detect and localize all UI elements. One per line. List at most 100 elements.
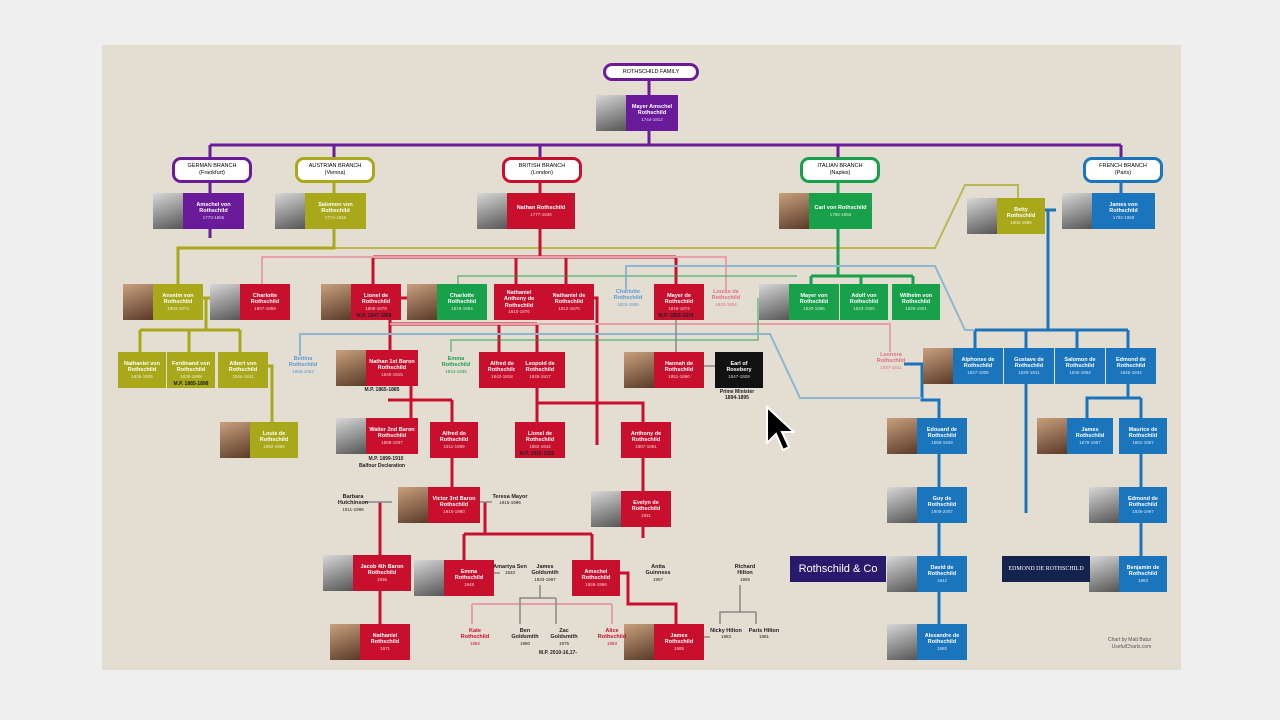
person-years: 1774-1855 (308, 215, 363, 220)
person-name: Edouard de Rothschild (920, 427, 964, 440)
spouse-emma: Emma Rothschild1844-1935 (438, 356, 474, 374)
person-name: Emma Rothschild (438, 356, 474, 369)
person-years: 1882-1942 (518, 444, 562, 449)
person-years: 1820-1886 (792, 306, 836, 311)
person-node-nathaniel2: Nathaniel Rothschild1971 (330, 624, 410, 660)
person-years: 1981 (746, 634, 782, 639)
branch-city: (Vienna) (304, 170, 366, 177)
person-years: 1808-1879 (354, 306, 398, 311)
person-years: 1845-1917 (518, 374, 562, 379)
person-node-rosebery: Earl of Rosebery1847-1929 (715, 352, 763, 388)
person-label: Anthony de Rothschild1887-1961 (621, 422, 671, 458)
person-name: Charlotte Rothschild (440, 293, 484, 306)
person-years: 1985 (657, 646, 701, 651)
person-name: Adolf von Rothschild (843, 293, 885, 306)
person-name: Mayer de Rothschild (657, 293, 701, 306)
note-mayer-mp: M.P. 1859-1874 (652, 313, 700, 319)
person-years: 1933-1997 (527, 577, 563, 582)
person-years: 1910-1990 (431, 509, 477, 514)
person-years: 1957 (640, 577, 676, 582)
person-years: 1963 (1122, 578, 1164, 583)
person-node-mayercarl: Mayer von Rothschild1820-1886 (759, 284, 839, 320)
spouse-bettina: Bettina Rothschild1858-1892 (285, 356, 321, 374)
person-name: Albert von Rothschild (221, 361, 265, 374)
person-node-alexandre: Alexandre de Rothschild1980 (887, 624, 967, 660)
person-years: 1983 (708, 634, 744, 639)
person-name: Walter 2nd Baron Rothschild (369, 427, 415, 440)
person-years: 1882-1955 (253, 444, 295, 449)
note-nathan-mp: M.P. 1865-1885 (358, 387, 406, 393)
person-node-root: Mayer Amschel Rothschild1744-1812 (596, 95, 678, 131)
person-name: Leonora Rothschild (873, 352, 909, 365)
person-name: Edmond de Rothschild (1109, 357, 1153, 370)
person-name: Ferdinand von Rothschild (170, 361, 212, 374)
spouse-tess: Teresa Mayor1915-1996 (492, 494, 528, 505)
rothschild-co-logo: Rothschild & Co (790, 556, 886, 582)
person-node-edmond1: Edmond de Rothschild1845-1934 (1106, 348, 1156, 384)
person-name: Kate Rothschild (457, 628, 493, 641)
person-years: 1931 (624, 513, 668, 518)
person-years: 1828-1901 (895, 306, 937, 311)
note-lionel2-mp: M.P. 1910-1922 (513, 451, 561, 457)
person-name: James Rothschild (657, 633, 701, 646)
person-node-james2: James Rothschild1878-1957 (1037, 418, 1113, 454)
person-years: 1777-1836 (510, 212, 572, 217)
branch-header-french: FRENCH BRANCH(Paris) (1083, 157, 1163, 183)
person-node-evelyn: Evelyn de Rothschild1931 (591, 491, 671, 527)
person-years: 1851-1890 (657, 374, 701, 379)
person-name: Salomon de Rothschild (1058, 357, 1102, 370)
person-years: 1840-1915 (369, 372, 415, 377)
portrait-photo (336, 418, 366, 454)
person-label: Louis de Rothschild1882-1955 (250, 422, 298, 458)
person-node-leopold: Leopold de Rothschild1845-1917 (515, 352, 565, 388)
person-name: Richard Hilton (727, 564, 763, 577)
person-label: Edouard de Rothschild1868-1949 (917, 418, 967, 454)
person-years: 1807-1859 (243, 306, 287, 311)
credit-site: UsefulCharts.com (1108, 644, 1151, 651)
person-years: 1844-1935 (438, 369, 474, 374)
spouse-paris: Paris Hilton1981 (746, 628, 782, 639)
person-label: Guy de Rothschild1909-2007 (917, 487, 967, 523)
portrait-photo (477, 193, 507, 229)
person-node-anthony: Nathaniel Anthony de Rothschild1810-1876 (494, 284, 544, 320)
spouse-leonora: Leonora Rothschild1837-1911 (873, 352, 909, 370)
person-years: 1948 (447, 582, 491, 587)
portrait-photo (887, 556, 917, 592)
portrait-photo (330, 624, 360, 660)
person-name: Alfred de Rothschild (433, 431, 475, 444)
person-label: Albert von Rothschild1844-1911 (218, 352, 268, 388)
person-years: 1847-1929 (718, 374, 760, 379)
person-years: 1955-1996 (575, 582, 617, 587)
person-node-jamesr: James Rothschild1985 (624, 624, 704, 660)
person-node-charlotte1: Charlotte Rothschild1807-1859 (210, 284, 290, 320)
person-name: Anselm von Rothschild (156, 293, 200, 306)
person-name: Salomon von Rothschild (308, 202, 363, 215)
person-label: Alexandre de Rothschild1980 (917, 624, 967, 660)
person-years: 1858-1892 (285, 369, 321, 374)
portrait-photo (220, 422, 250, 458)
person-years: 1819-1884 (440, 306, 484, 311)
person-label: Nathan 1st Baron Rothschild1840-1915 (366, 350, 418, 386)
person-label: Alphonse de Rothschild1827-1905 (953, 348, 1003, 384)
person-years: 1868-1949 (920, 440, 964, 445)
person-name: Amschel Rothschild (575, 569, 617, 582)
person-name: Charlotte Rothschild (610, 289, 646, 302)
person-name: Mayer Amschel Rothschild (629, 104, 675, 117)
edmond-de-rothschild-logo: EDMOND DE ROTHSCHILD (1002, 556, 1090, 582)
person-years: 1868-1937 (369, 440, 415, 445)
person-node-emma2: Emma Rothschild1948 (414, 560, 494, 596)
branch-header-british: BRITISH BRANCH(London) (502, 157, 582, 183)
person-node-david: David de Rothschild1942 (887, 556, 967, 592)
portrait-photo (591, 491, 621, 527)
spouse-richard: Richard Hilton1955 (727, 564, 763, 582)
person-name: Emma Rothschild (447, 569, 491, 582)
person-node-natty: Nathan 1st Baron Rothschild1840-1915 (336, 350, 418, 386)
portrait-photo (414, 560, 444, 596)
person-name: Lionel de Rothschild (518, 431, 562, 444)
person-label: Emma Rothschild1948 (444, 560, 494, 596)
person-label: Leopold de Rothschild1845-1917 (515, 352, 565, 388)
person-label: Mayer Amschel Rothschild1744-1812 (626, 95, 678, 131)
person-label: Salomon de Rothschild1835-1864 (1055, 348, 1105, 384)
person-name: Edmond de Rothschild (1122, 496, 1164, 509)
person-label: Maurice de Rothschild1881-1957 (1119, 418, 1167, 454)
